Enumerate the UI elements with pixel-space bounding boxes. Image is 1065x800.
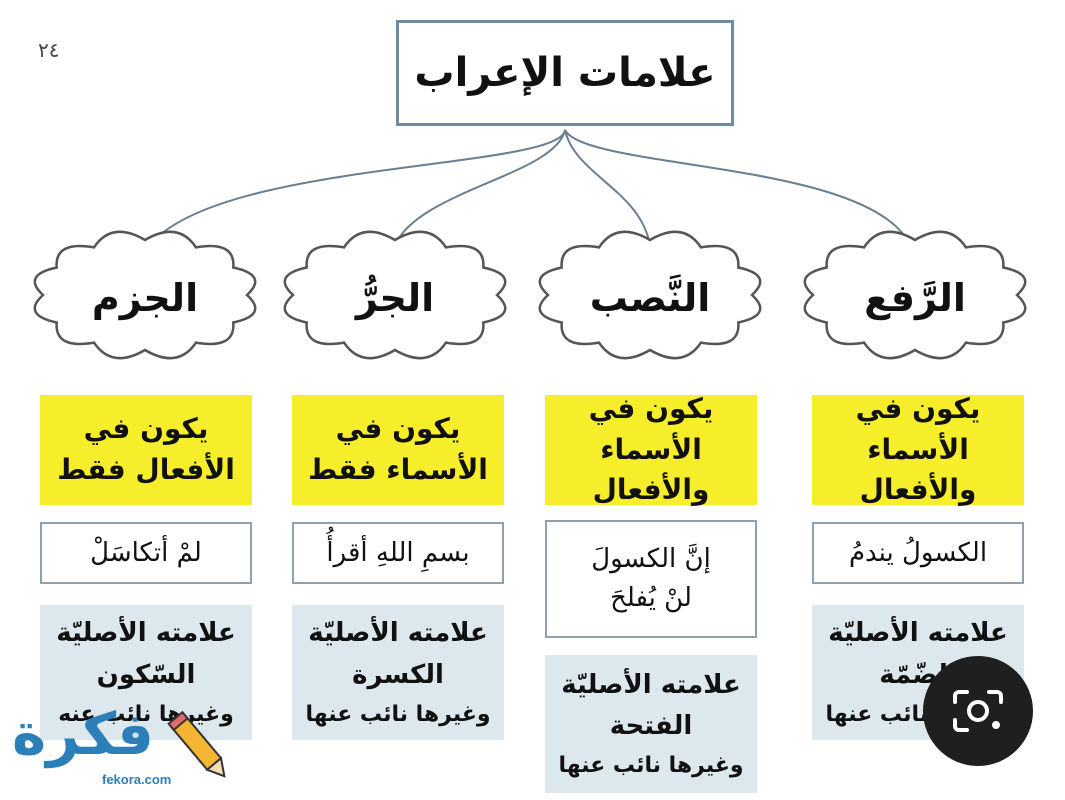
scope-line: يكون في bbox=[855, 392, 981, 426]
title-box: علامات الإعراب bbox=[396, 20, 734, 126]
sign-line: السّكون bbox=[96, 659, 196, 690]
sign-box-jazm: علامته الأصليّة السّكون وغيرها نائب عنه bbox=[40, 605, 252, 740]
cloud-jarr bbox=[283, 230, 507, 360]
scope-line: الأسماء فقط bbox=[308, 453, 488, 486]
logo-arabic-text: فكرة bbox=[12, 700, 155, 768]
example-line: الكسولُ يندمُ bbox=[848, 537, 988, 568]
sign-line: علامته الأصليّة bbox=[308, 618, 488, 649]
cloud-label-jazm: الجزم bbox=[91, 275, 199, 320]
cloud-raf bbox=[803, 230, 1027, 360]
scope-line: يكون في bbox=[335, 412, 461, 446]
page-number: ٢٤ bbox=[38, 38, 60, 62]
cloud-label-raf: الرَّفع bbox=[864, 275, 966, 320]
sign-box-nasb: علامته الأصليّة الفتحة وغيرها نائب عنها bbox=[545, 655, 757, 793]
site-logo: فكرة fekora.com bbox=[12, 700, 242, 795]
example-box-raf: الكسولُ يندمُ bbox=[812, 522, 1024, 584]
sign-line: الفتحة bbox=[609, 711, 693, 742]
pencil-icon bbox=[167, 710, 226, 778]
logo-latin-text: fekora.com bbox=[102, 772, 172, 787]
lens-camera-icon bbox=[953, 690, 1003, 732]
sign-line: وغيرها نائب عنه bbox=[58, 701, 234, 727]
scope-line: يكون في bbox=[588, 392, 714, 426]
scope-line: الأسماء والأفعال bbox=[859, 432, 977, 507]
cloud-label-nasb: النَّصب bbox=[589, 275, 711, 320]
scope-box-jazm: يكون في الأفعال فقط bbox=[40, 395, 252, 505]
scope-line: الأسماء والأفعال bbox=[592, 432, 710, 507]
sign-line: علامته الأصليّة bbox=[56, 618, 236, 649]
example-box-jazm: لمْ أتكاسَلْ bbox=[40, 522, 252, 584]
example-box-nasb: إنَّ الكسولَ لنْ يُفلحَ bbox=[545, 520, 757, 638]
sign-line: وغيرها نائب عنها bbox=[558, 753, 744, 778]
scope-box-jarr: يكون في الأسماء فقط bbox=[292, 395, 504, 505]
title: علامات الإعراب bbox=[414, 50, 716, 96]
example-line: لنْ يُفلحَ bbox=[610, 583, 692, 613]
sign-box-jarr: علامته الأصليّة الكسرة وغيرها نائب عنها bbox=[292, 605, 504, 740]
sign-line: علامته الأصليّة bbox=[828, 618, 1008, 649]
example-box-jarr: بسمِ اللهِ أقرأُ bbox=[292, 522, 504, 584]
scope-box-raf: يكون في الأسماء والأفعال bbox=[812, 392, 1024, 506]
lens-search-button[interactable] bbox=[923, 656, 1033, 766]
scope-box-nasb: يكون في الأسماء والأفعال bbox=[545, 392, 757, 506]
scope-line: الأفعال فقط bbox=[57, 453, 235, 486]
sign-line: وغيرها نائب عنها bbox=[305, 701, 491, 727]
example-line: لمْ أتكاسَلْ bbox=[90, 537, 202, 568]
scope-line: يكون في bbox=[83, 412, 209, 446]
example-line: إنَّ الكسولَ bbox=[591, 544, 711, 574]
sign-line: علامته الأصليّة bbox=[561, 669, 741, 700]
cloud-nasb bbox=[538, 230, 762, 360]
cloud-jazm bbox=[33, 230, 257, 360]
cloud-label-jarr: الجرُّ bbox=[355, 275, 435, 320]
sign-line: الكسرة bbox=[352, 659, 444, 690]
example-line: بسمِ اللهِ أقرأُ bbox=[326, 537, 470, 568]
